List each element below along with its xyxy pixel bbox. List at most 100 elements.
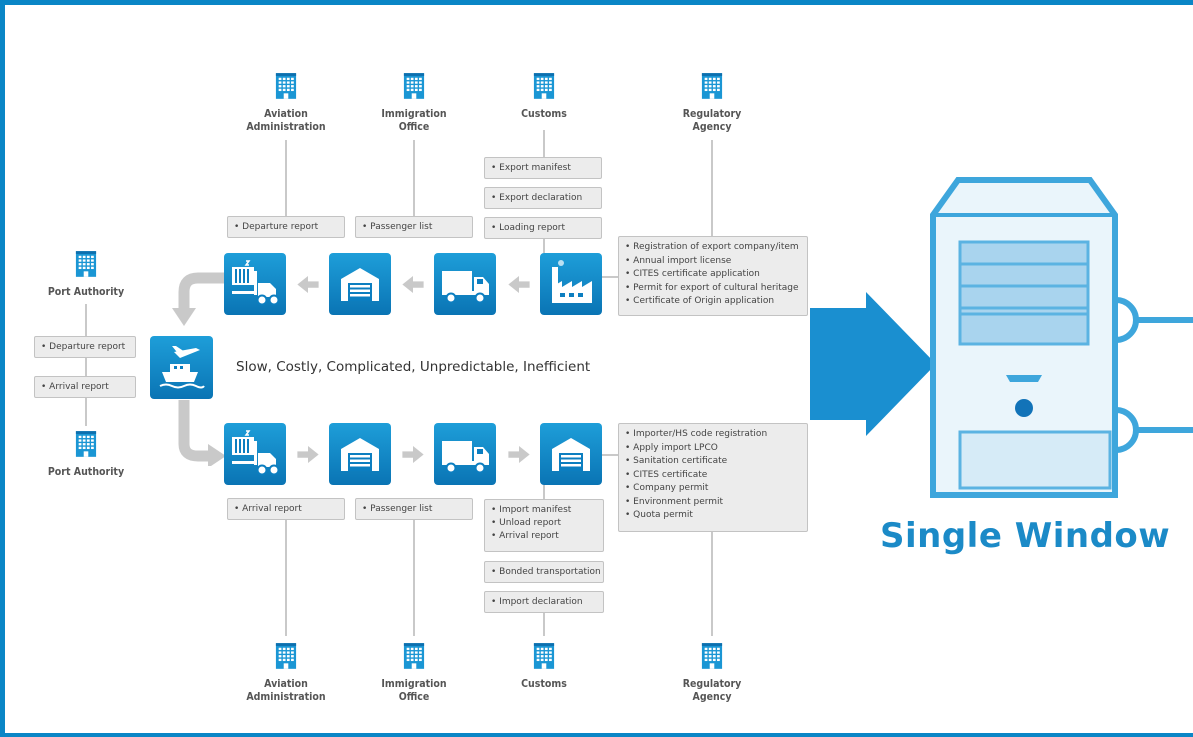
- single-window-title: Single Window: [880, 516, 1171, 556]
- forklift-container-icon: [224, 253, 286, 315]
- connector-line: [413, 520, 415, 636]
- connector-line: [602, 276, 618, 278]
- export-declaration-item: Export declaration: [491, 193, 582, 203]
- connector-line: [285, 520, 287, 636]
- right-arrow-icon: [401, 446, 425, 463]
- passenger-list-item-bottom: Passenger list: [362, 504, 432, 514]
- entity-immigration-top: Immigration Office: [334, 68, 494, 134]
- arrival-report-box: Arrival report: [227, 498, 345, 520]
- server-tower-icon: [930, 177, 1193, 498]
- entity-aviation-bottom: Aviation Administration: [206, 638, 366, 704]
- building-icon: [701, 68, 723, 104]
- export-manifest-item: Export manifest: [491, 163, 571, 173]
- connector-line: [543, 613, 545, 636]
- port-authority-label-top: Port Authority: [47, 286, 125, 298]
- connector-line: [285, 140, 287, 216]
- customs-label-top: Customs: [521, 108, 567, 120]
- connector-line: [711, 140, 713, 236]
- customs-label-bottom: Customs: [521, 678, 567, 690]
- ship-plane-icon: [150, 336, 213, 399]
- building-icon: [403, 638, 425, 674]
- curved-arrow-right-icon: [178, 400, 226, 466]
- right-arrow-icon: [296, 446, 320, 463]
- left-arrow-icon: [507, 276, 531, 293]
- loading-report-item: Loading report: [491, 223, 565, 233]
- port-authority-label-bottom: Port Authority: [47, 466, 125, 478]
- warehouse-icon: [329, 423, 391, 485]
- regulatory-import-item: Environment permit: [625, 496, 801, 510]
- building-icon: [533, 68, 555, 104]
- connector-line: [543, 239, 545, 253]
- connector-line: [85, 358, 87, 376]
- building-icon: [275, 68, 297, 104]
- aviation-label-top: Aviation Administration: [246, 108, 326, 133]
- import-manifest-box: Import manifest Unload report Arrival re…: [484, 499, 604, 552]
- big-right-arrow-icon: [810, 292, 936, 436]
- connector-line: [85, 304, 87, 336]
- loading-report-box: Loading report: [484, 217, 602, 239]
- right-arrow-icon: [507, 446, 531, 463]
- departure-report-item: Departure report: [234, 222, 318, 232]
- arrival-report-item: Arrival report: [234, 504, 302, 514]
- regulatory-export-item: Certificate of Origin application: [625, 295, 801, 309]
- connector-line: [85, 398, 87, 426]
- port-departure-report-box: Departure report: [34, 336, 136, 358]
- building-icon: [701, 638, 723, 674]
- regulatory-export-box: Registration of export company/item Annu…: [618, 236, 808, 316]
- left-arrow-icon: [296, 276, 320, 293]
- regulatory-export-item: Annual import license: [625, 255, 801, 269]
- port-arrival-report-item: Arrival report: [41, 382, 109, 392]
- bonded-transportation-box: Bonded transportation: [484, 561, 604, 583]
- bonded-transportation-item: Bonded transportation: [491, 567, 601, 577]
- departure-report-box: Departure report: [227, 216, 345, 238]
- import-item: Import manifest: [491, 504, 597, 517]
- immigration-label-top: Immigration Office: [381, 108, 447, 133]
- building-icon: [403, 68, 425, 104]
- entity-regulatory-bottom: Regulatory Agency: [632, 638, 792, 704]
- regulatory-import-item: CITES certificate: [625, 469, 801, 483]
- port-departure-report-item: Departure report: [41, 342, 125, 352]
- building-icon: [75, 246, 97, 282]
- truck-icon: [434, 253, 496, 315]
- warehouse-icon: [540, 423, 602, 485]
- regulatory-label-bottom: Regulatory Agency: [682, 678, 742, 703]
- immigration-label-bottom: Immigration Office: [381, 678, 447, 703]
- building-icon: [75, 426, 97, 462]
- tagline: Slow, Costly, Complicated, Unpredictable…: [236, 359, 591, 375]
- regulatory-import-item: Apply import LPCO: [625, 442, 801, 456]
- entity-port-authority-top: Port Authority: [6, 246, 166, 299]
- regulatory-import-item: Importer/HS code registration: [625, 428, 801, 442]
- regulatory-label-top: Regulatory Agency: [682, 108, 742, 133]
- import-item: Arrival report: [491, 530, 597, 543]
- import-declaration-box: Import declaration: [484, 591, 604, 613]
- export-manifest-box: Export manifest: [484, 157, 602, 179]
- entity-immigration-bottom: Immigration Office: [334, 638, 494, 704]
- import-item: Unload report: [491, 517, 597, 530]
- aviation-label-bottom: Aviation Administration: [246, 678, 326, 703]
- warehouse-icon: [329, 253, 391, 315]
- passenger-list-item: Passenger list: [362, 222, 432, 232]
- entity-customs-bottom: Customs: [464, 638, 624, 691]
- export-declaration-box: Export declaration: [484, 187, 602, 209]
- left-arrow-icon: [401, 276, 425, 293]
- import-declaration-item: Import declaration: [491, 597, 583, 607]
- curved-arrow-down-icon: [172, 272, 224, 326]
- connector-line: [711, 532, 713, 636]
- entity-aviation-top: Aviation Administration: [206, 68, 366, 134]
- connector-line: [602, 454, 618, 456]
- entity-customs-top: Customs: [464, 68, 624, 121]
- regulatory-export-item: CITES certificate application: [625, 268, 801, 282]
- connector-line: [543, 485, 545, 499]
- factory-icon: [540, 253, 602, 315]
- connector-line: [543, 130, 545, 157]
- regulatory-export-item: Registration of export company/item: [625, 241, 801, 255]
- truck-icon: [434, 423, 496, 485]
- building-icon: [275, 638, 297, 674]
- forklift-container-icon: [224, 423, 286, 485]
- regulatory-import-box: Importer/HS code registration Apply impo…: [618, 423, 808, 532]
- connector-line: [413, 140, 415, 216]
- regulatory-import-item: Quota permit: [625, 509, 801, 523]
- entity-regulatory-top: Regulatory Agency: [632, 68, 792, 134]
- building-icon: [533, 638, 555, 674]
- passenger-list-box-bottom: Passenger list: [355, 498, 473, 520]
